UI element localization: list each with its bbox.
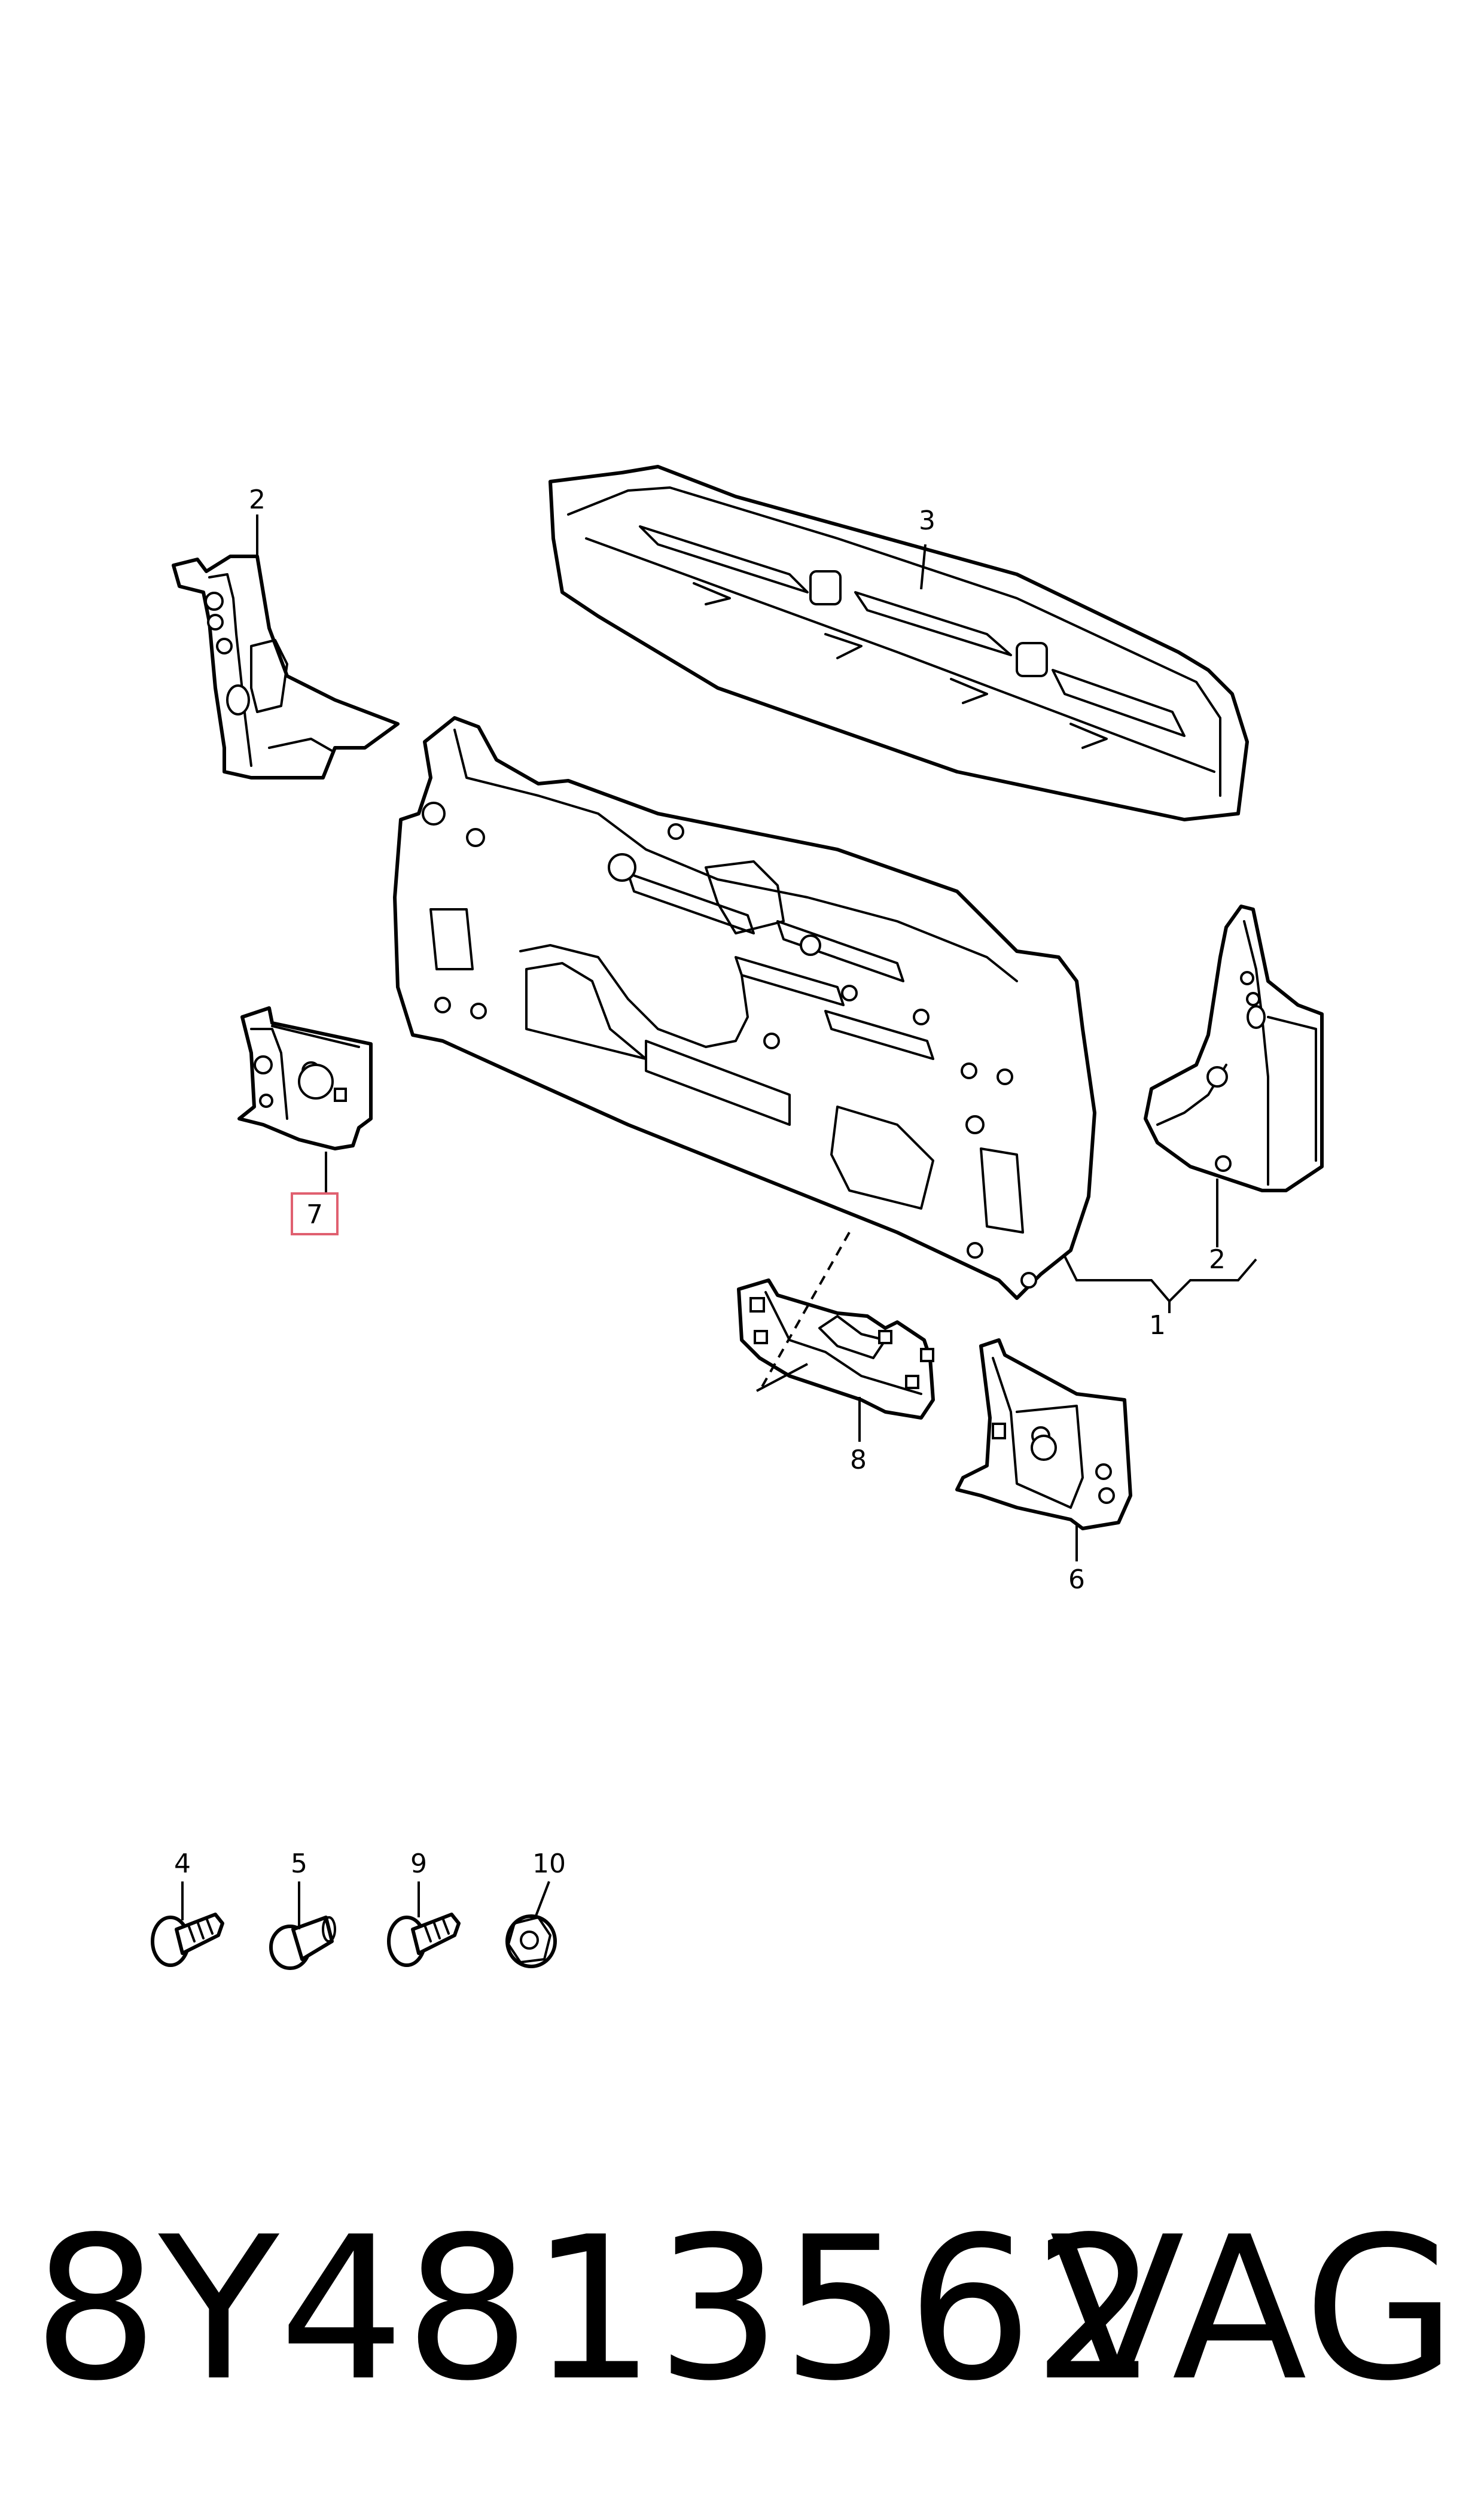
part-4-screw bbox=[151, 1913, 224, 1967]
callout-labels: 2 3 2 1 8 6 4 5 9 10 7 bbox=[174, 485, 1226, 1879]
part-7-bracket bbox=[237, 1006, 373, 1150]
part-3-upper-cross-member bbox=[548, 465, 1249, 821]
leader-lines bbox=[181, 514, 1257, 1929]
part-9-screw bbox=[387, 1913, 461, 1967]
callout-6: 6 bbox=[1068, 1564, 1085, 1595]
callout-5: 5 bbox=[291, 1849, 307, 1879]
callout-4: 4 bbox=[174, 1849, 191, 1879]
part-2-right-gusset bbox=[1144, 905, 1324, 1192]
callout-10: 10 bbox=[532, 1849, 566, 1879]
callout-7: 7 bbox=[306, 1199, 323, 1230]
part-number: 8Y4813562 bbox=[33, 2194, 1159, 2424]
part-10-nut bbox=[505, 1914, 557, 1968]
part-6-lower-bracket bbox=[955, 1338, 1132, 1530]
caption: 8Y4813562 VAG bbox=[33, 2184, 1456, 2435]
part-5-pin bbox=[269, 1916, 336, 1970]
callout-2-right: 2 bbox=[1209, 1244, 1226, 1275]
callout-9: 9 bbox=[410, 1849, 427, 1879]
callout-8: 8 bbox=[850, 1445, 867, 1475]
part-1-rear-panel bbox=[393, 716, 1096, 1300]
callout-7-highlight-box bbox=[291, 1192, 339, 1235]
brand-name: VAG bbox=[1049, 2194, 1456, 2424]
callout-3: 3 bbox=[919, 506, 936, 536]
callout-1: 1 bbox=[1149, 1310, 1166, 1341]
part-8-center-bracket bbox=[737, 1278, 935, 1420]
part-2-left-gusset bbox=[172, 555, 400, 780]
callout-2-left: 2 bbox=[249, 485, 266, 515]
